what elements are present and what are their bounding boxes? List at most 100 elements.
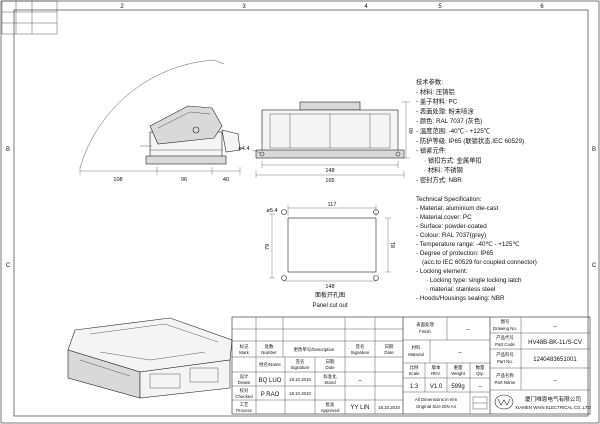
version-block	[1, 0, 58, 35]
tb-mark-label-en: Mark	[239, 350, 250, 355]
front-view: 40 148 165 ø4.4	[238, 101, 415, 184]
front-dimensions: 40 148 165 ø4.4	[238, 101, 415, 184]
cutout-caption-cn: 面板开孔图	[315, 291, 345, 299]
dim-cutout-hole: ø5.4	[266, 208, 277, 214]
tb-checked-name: P RAO	[261, 392, 280, 398]
tb-date-label: 日期	[385, 344, 394, 350]
spec-en-line: - Colour: RAL 7037(grey)	[416, 232, 486, 239]
tb-drawn-name: BQ LUO	[259, 378, 282, 384]
tb-name-header: 姓名/Name	[259, 361, 281, 368]
tb-part-no-label-en: Part No.	[497, 359, 513, 364]
tb-stand-label-en: Stand	[324, 380, 336, 385]
dim-front-hole: ø4.4	[238, 146, 249, 152]
tb-approved-label: 批准	[326, 401, 335, 408]
spec-en-line: - Locking element:	[416, 268, 468, 275]
spec-cn-line: - 密封方式: NBR	[416, 175, 462, 184]
spec-en-line: · material: stainless steel	[426, 286, 495, 293]
zone-row-b-left: B	[6, 147, 10, 153]
title-block: 标记 Mark 处数 Number 更改单号/Description 签名 Si…	[231, 316, 591, 415]
tb-date-label-en: Date	[384, 350, 394, 355]
tb-name-date: 日期	[326, 359, 335, 365]
spec-en-line: - Degree of protection: IP65	[416, 250, 494, 257]
tb-stand-value: –	[358, 378, 362, 384]
tb-qty-label: 数量	[476, 364, 485, 371]
side-view: 108 96 40	[79, 59, 241, 183]
tb-name-signature: 签名	[296, 358, 305, 365]
front-cover	[299, 101, 361, 111]
tb-signature-label: 签名	[356, 343, 365, 350]
tb-rev-label-en: REV.	[431, 371, 441, 376]
tb-stand-label: 标准化	[323, 373, 337, 380]
tb-process-label-en: Process	[236, 408, 253, 413]
zone-col-6: 6	[540, 4, 544, 10]
tb-drawn-label: 设计	[240, 373, 249, 380]
tb-name-date-en: Date	[325, 365, 335, 370]
tb-checked-label-en: Checked	[235, 394, 253, 399]
front-mount-hole-right	[395, 151, 401, 157]
tb-finish-label-en: Finish	[419, 329, 431, 334]
spec-cn-line: - 温度范围: -40℃ - +125℃	[416, 126, 491, 135]
spec-cn-line: 技术参数:	[416, 77, 443, 86]
tb-checked-label: 校对	[240, 387, 249, 394]
side-pivot-pin	[192, 126, 200, 134]
spec-cn-line: - 材料: 压铸铝	[416, 87, 455, 96]
tb-finish-value: –	[466, 327, 470, 333]
zone-col-3: 3	[242, 4, 246, 10]
tb-number-label: 处数	[265, 343, 274, 350]
tb-process-label: 工艺	[240, 402, 249, 407]
dim-front-165: 165	[325, 178, 334, 184]
tb-material-value: –	[458, 350, 462, 356]
spec-cn-line: - 表面处理: 粉末喷涂	[416, 106, 474, 115]
side-flange	[145, 155, 227, 165]
side-lever	[149, 105, 223, 145]
dim-cutout-79: 79	[265, 244, 271, 250]
tb-approved-date: 18.10.2010	[378, 405, 401, 410]
spec-cn-line: · 锁扣方式: 金属单扣	[424, 155, 482, 164]
cutout-caption-en: Panel cut out	[312, 303, 347, 309]
spec-en-line: - Material,cover: PC	[416, 214, 472, 221]
spec-en-line: Technical Specification:	[416, 196, 482, 203]
spec-en-line: - Material: aluminium die-cast	[416, 205, 498, 212]
tb-approved-label-en: Approved	[321, 408, 340, 413]
tb-part-name-value: –	[553, 378, 557, 384]
tb-scale-label: 比例	[410, 364, 419, 371]
spec-cn-line: - 盖子材料: PC	[416, 97, 458, 106]
tb-part-code-value: HV48B-BK-1L/S-CV	[528, 340, 582, 346]
spec-en-line: - Hoods/Housings sealing: NBR	[416, 295, 505, 302]
zone-row-b-right: B	[592, 147, 596, 153]
tb-drawn-label-en: Drawn	[238, 380, 251, 385]
tb-drawing-no-value: –	[553, 324, 557, 330]
tb-company-name-en: XIAMEN WAIN ELECTRICAL CO.,LTD	[515, 405, 591, 410]
dim-side-108: 108	[113, 177, 122, 183]
tb-rev-value: V1.0	[430, 384, 443, 390]
tb-part-no-label: 产品料号	[496, 351, 514, 358]
side-dimensions: 108 96 40	[79, 167, 241, 183]
tb-weight-value: 599g	[451, 384, 464, 390]
iso-side-face	[139, 359, 231, 399]
tb-checked-date: 18.10.2010	[289, 391, 312, 396]
tb-drawing-no-label: 图号	[501, 319, 510, 325]
zone-row-c-left: C	[6, 263, 11, 269]
tb-description-label: 更改单号/Description	[294, 346, 335, 353]
tb-part-code-label: 产品代号	[496, 334, 514, 341]
tb-dims-note: All Dimensions in mm	[415, 397, 458, 402]
dim-side-40: 40	[223, 177, 229, 183]
dim-cutout-117: 117	[328, 202, 337, 208]
tb-part-name-label-en: Part Name	[495, 380, 517, 385]
tb-weight-label-en: Weight	[451, 371, 465, 376]
tb-signature-label-en: Signature	[351, 350, 370, 355]
front-flange	[255, 149, 405, 159]
spec-english: Technical Specification: - Material: alu…	[416, 196, 537, 302]
tb-drawn-date: 18.10.2010	[289, 377, 312, 382]
dim-cutout-148: 148	[325, 284, 334, 290]
tb-mark-label: 标记	[240, 343, 249, 350]
spec-en-line: (acc.to IEC 60529 for coupled connector)	[422, 259, 537, 266]
tb-weight-label: 重量	[454, 364, 463, 371]
tb-material-label: 材料	[412, 344, 421, 351]
cutout-opening	[287, 217, 377, 273]
tb-drawing-no-label-en: Drawing No.	[493, 326, 517, 331]
spec-cn-line: - 防护等级: IP65 (联锁状态,IEC 60529)	[416, 136, 524, 145]
tb-part-code-label-en: Part Code	[495, 342, 515, 347]
tb-qty-label-en: Qty.	[476, 371, 484, 376]
